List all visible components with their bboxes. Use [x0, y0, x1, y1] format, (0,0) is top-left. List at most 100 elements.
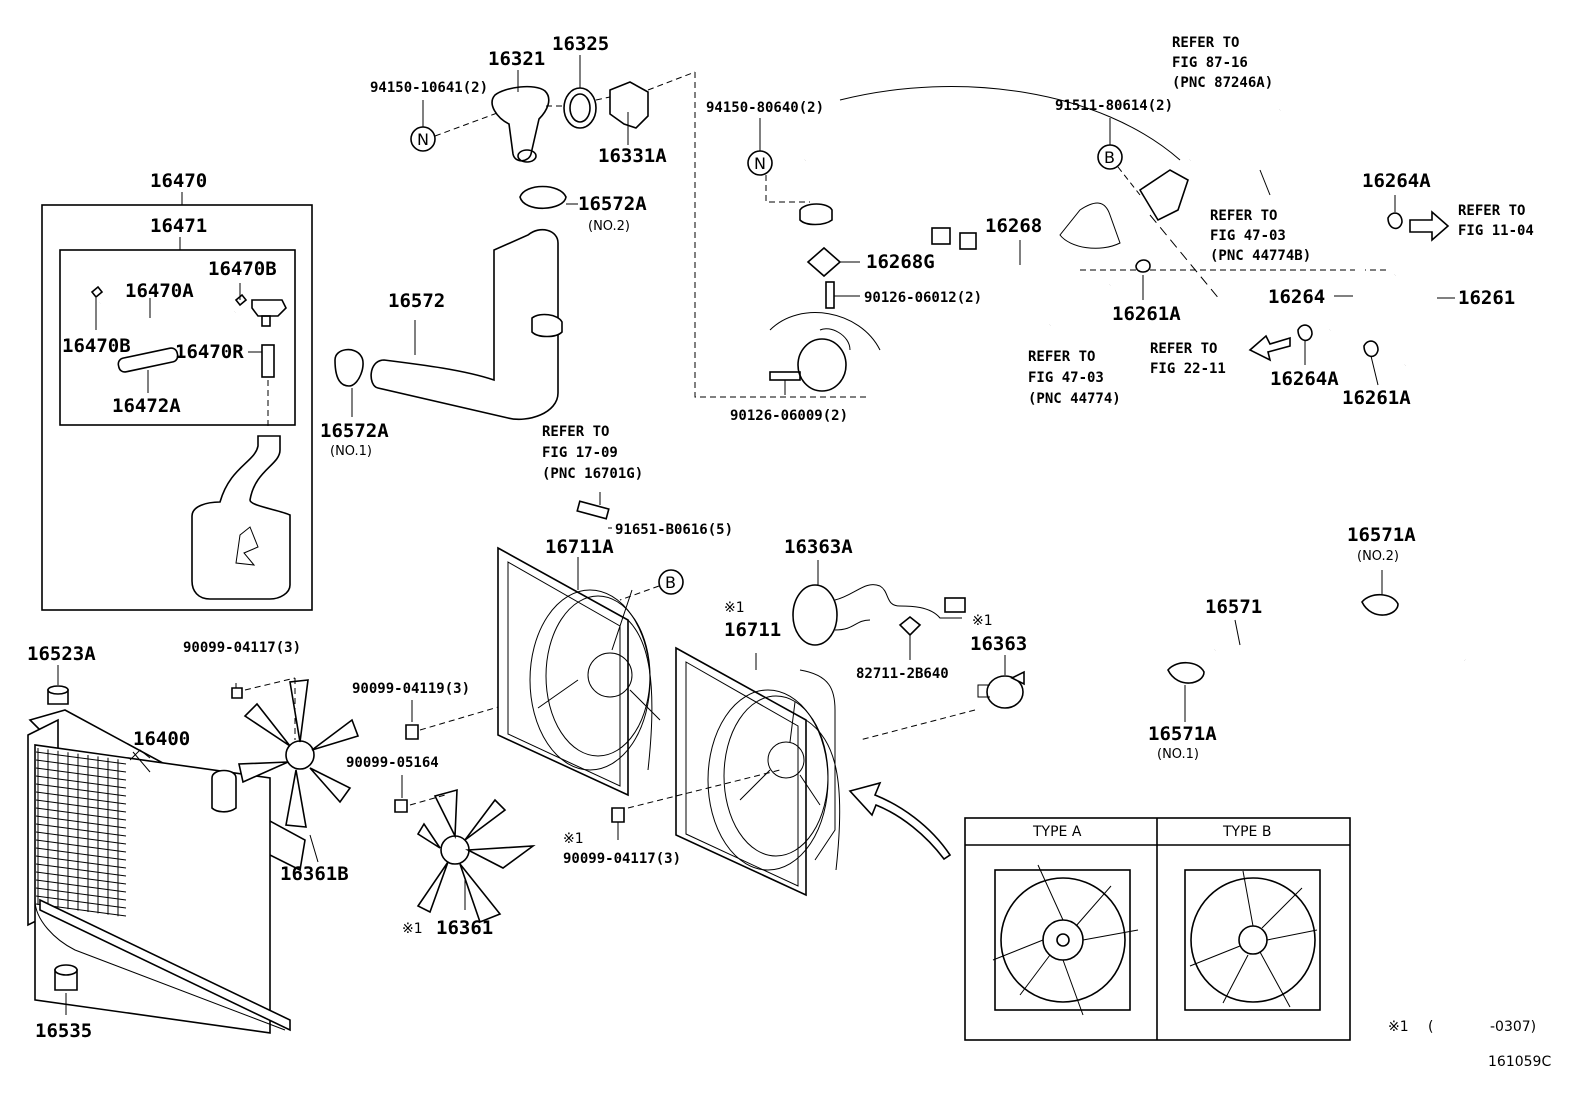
- label-16470B-left: 16470B: [62, 335, 131, 357]
- arrow-to-fig-22-11: [1248, 334, 1291, 362]
- clamp-16264A-top: [1387, 212, 1403, 230]
- label-16361: 16361: [436, 917, 493, 939]
- label-16572A-bot: 16572A: [320, 420, 389, 442]
- water-inlet-16321: [491, 85, 550, 162]
- label-16325: 16325: [552, 33, 609, 55]
- reservoir-group: [41, 192, 313, 611]
- label-16264: 16264: [1268, 286, 1325, 308]
- clamp-16572A-no2: [519, 185, 567, 209]
- svg-text:FIG 11-04: FIG 11-04: [1458, 223, 1534, 239]
- radiator-filler-neck: [211, 769, 237, 813]
- gasket-16268G: [806, 246, 842, 278]
- label-16571: 16571: [1205, 596, 1262, 618]
- label-16261A-bot: 16261A: [1342, 387, 1411, 409]
- motor-16363A: [792, 584, 966, 646]
- label-94150-80640: 94150-80640(2): [706, 100, 824, 116]
- ref-fig-17-09: REFER TO FIG 17-09 (PNC 16701G): [542, 424, 643, 482]
- n-mark-1-text: N: [417, 130, 429, 149]
- water-pipe-group: [747, 86, 1455, 395]
- clamp-16571A-no2: [1361, 593, 1399, 616]
- label-type-b: TYPE B: [1222, 824, 1271, 840]
- label-16363: 16363: [970, 633, 1027, 655]
- svg-text:REFER TO: REFER TO: [1028, 349, 1095, 365]
- clamp-16470B-top: [234, 293, 248, 307]
- ref-fig-11-04: REFER TO FIG 11-04: [1458, 203, 1534, 239]
- hose-16571: [1211, 635, 1474, 715]
- diagram-code: 161059C: [1488, 1054, 1551, 1070]
- arrow-to-fig-11-04: [1409, 210, 1450, 242]
- svg-text:(PNC 44774B): (PNC 44774B): [1210, 248, 1311, 264]
- type-variant-box: [964, 817, 1351, 1041]
- label-16268: 16268: [985, 215, 1042, 237]
- hose-16261: [1392, 266, 1440, 369]
- reservoir-tank: [191, 435, 291, 600]
- label-16470: 16470: [150, 170, 207, 192]
- label-90126-06009: 90126-06009(2): [730, 408, 848, 424]
- label-16363-mark: ※1: [972, 613, 993, 629]
- label-16711: 16711: [724, 619, 781, 641]
- label-16572A-top-sub: (NO.2): [588, 219, 630, 234]
- label-16261A-mid: 16261A: [1112, 303, 1181, 325]
- label-16571A-top: 16571A: [1347, 524, 1416, 546]
- label-16572A-bot-sub: (NO.1): [330, 444, 372, 459]
- svg-text:REFER TO: REFER TO: [1172, 35, 1239, 51]
- clip-91651-B0616: [576, 500, 610, 520]
- svg-text:(PNC 44774): (PNC 44774): [1028, 391, 1121, 407]
- type-a-fan: [992, 864, 1139, 1016]
- hose-16572: [370, 228, 559, 420]
- b-mark-2: [658, 569, 684, 595]
- clamp-16571A-no1: [1167, 661, 1205, 684]
- hose-16472A: [117, 347, 179, 373]
- svg-text:FIG 87-16: FIG 87-16: [1172, 55, 1248, 71]
- n-mark-2-text: N: [754, 154, 766, 173]
- label-16470R: 16470R: [175, 341, 244, 363]
- clamp-16572A-no1: [334, 348, 364, 387]
- clamp-82711-2B640: [898, 615, 922, 637]
- label-91511-80614: 91511-80614(2): [1055, 98, 1173, 114]
- fan-group: [231, 492, 1025, 924]
- label-16361-mark: ※1: [402, 921, 423, 937]
- svg-text:(PNC 16701G): (PNC 16701G): [542, 466, 643, 482]
- water-outlet-housing: [797, 338, 847, 392]
- label-16572A-top: 16572A: [578, 193, 647, 215]
- svg-text:FIG 22-11: FIG 22-11: [1150, 361, 1226, 377]
- radiator-fins: [35, 748, 127, 917]
- label-16264A-bot: 16264A: [1270, 368, 1339, 390]
- label-90099-05164: 90099-05164: [346, 755, 439, 771]
- motor-16363: [977, 670, 1025, 709]
- clamp-16261A-mid: [1135, 259, 1151, 273]
- label-16535: 16535: [35, 1020, 92, 1042]
- stud-90126-06012: [825, 281, 835, 309]
- inlet-group: [334, 55, 696, 420]
- labels: 16321 16325 94150-10641(2) N 16331A 1657…: [27, 33, 1551, 1070]
- footnote-open: (: [1428, 1019, 1433, 1035]
- stud-90126-06009: [769, 371, 801, 381]
- ref-fig-22-11: REFER TO FIG 22-11: [1150, 341, 1226, 377]
- svg-text:REFER TO: REFER TO: [1458, 203, 1525, 219]
- ref-fig-47-03: REFER TO FIG 47-03 (PNC 44774): [1028, 349, 1121, 407]
- label-16571A-top-sub: (NO.2): [1357, 549, 1399, 564]
- label-16523A: 16523A: [27, 643, 96, 665]
- svg-text:REFER TO: REFER TO: [1150, 341, 1217, 357]
- label-16268G: 16268G: [866, 251, 935, 273]
- label-90126-06012: 90126-06012(2): [864, 290, 982, 306]
- label-16321: 16321: [488, 48, 545, 70]
- label-16470A: 16470A: [125, 280, 194, 302]
- thermostat-16331A: [609, 81, 649, 129]
- clamp-16261A-bot: [1363, 340, 1379, 358]
- label-90099-04117-bot-mark: ※1: [563, 831, 584, 847]
- label-82711-2B640: 82711-2B640: [856, 666, 949, 682]
- screw-90099-04119: [405, 724, 419, 740]
- screw-90099-04117-top: [231, 687, 243, 699]
- label-90099-04117-bot: 90099-04117(3): [563, 851, 681, 867]
- b-mark-1-text: B: [1104, 148, 1115, 167]
- label-16572: 16572: [388, 290, 445, 312]
- ref-fig-87-16: REFER TO FIG 87-16 (PNC 87246A): [1172, 35, 1273, 91]
- label-16711A: 16711A: [545, 536, 614, 558]
- reservoir-cap-fitting: [251, 299, 287, 317]
- b-mark-2-text: B: [665, 573, 676, 592]
- label-90099-04117-top: 90099-04117(3): [183, 640, 301, 656]
- screw-90099-04117-bot: [611, 807, 625, 823]
- shroud-16711: [675, 646, 841, 897]
